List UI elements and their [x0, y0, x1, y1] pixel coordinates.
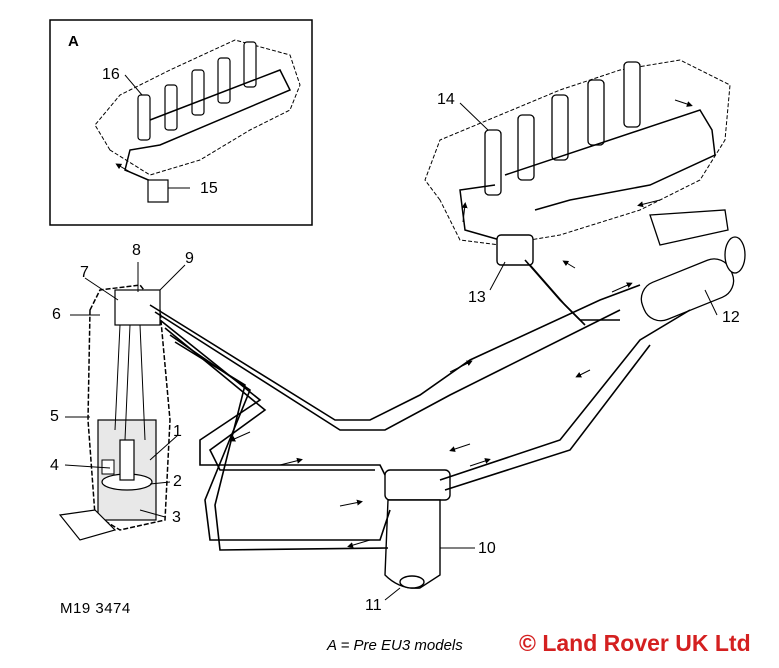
flow-arrows [229, 99, 693, 549]
leader-lines [64, 74, 718, 601]
callout-15: 15 [200, 180, 218, 197]
fuel-filter-10 [384, 469, 451, 589]
leak-off-pipe [504, 109, 716, 211]
inset-engine-outline [94, 39, 301, 176]
callout-13: 13 [468, 289, 486, 306]
copyright-notice: © Land Rover UK Ltd [519, 630, 751, 656]
inset-frame [49, 19, 313, 226]
fuel-tank [87, 284, 171, 531]
tank-flange [114, 289, 161, 326]
inset-title: A [68, 33, 79, 50]
callout-4: 4 [50, 457, 59, 474]
callout-6: 6 [52, 306, 61, 323]
fuel-pipes [149, 259, 691, 551]
tank-mount-pad [58, 509, 117, 541]
callout-10: 10 [478, 540, 496, 557]
caption: A = Pre EU3 models [327, 637, 463, 654]
inset-injectors [137, 41, 257, 141]
callout-2: 2 [173, 473, 182, 490]
inset-leak-off-pipe [124, 69, 292, 186]
callout-1: 1 [173, 423, 182, 440]
callout-5: 5 [50, 408, 59, 425]
callout-16: 16 [102, 66, 120, 83]
callout-9: 9 [185, 250, 194, 267]
callout-8: 8 [132, 242, 141, 259]
inset-connector-15 [147, 179, 169, 203]
callout-12: 12 [722, 309, 740, 326]
injection-pump-13 [496, 234, 534, 266]
callout-11: 11 [365, 597, 382, 614]
figure-reference: M19 3474 [60, 600, 131, 617]
callout-7: 7 [80, 264, 89, 281]
fuel-cooler-12 [640, 209, 746, 322]
callout-14: 14 [437, 91, 455, 108]
fuel-pump-1 [119, 439, 135, 481]
callout-3: 3 [172, 509, 181, 526]
injectors [484, 61, 641, 196]
